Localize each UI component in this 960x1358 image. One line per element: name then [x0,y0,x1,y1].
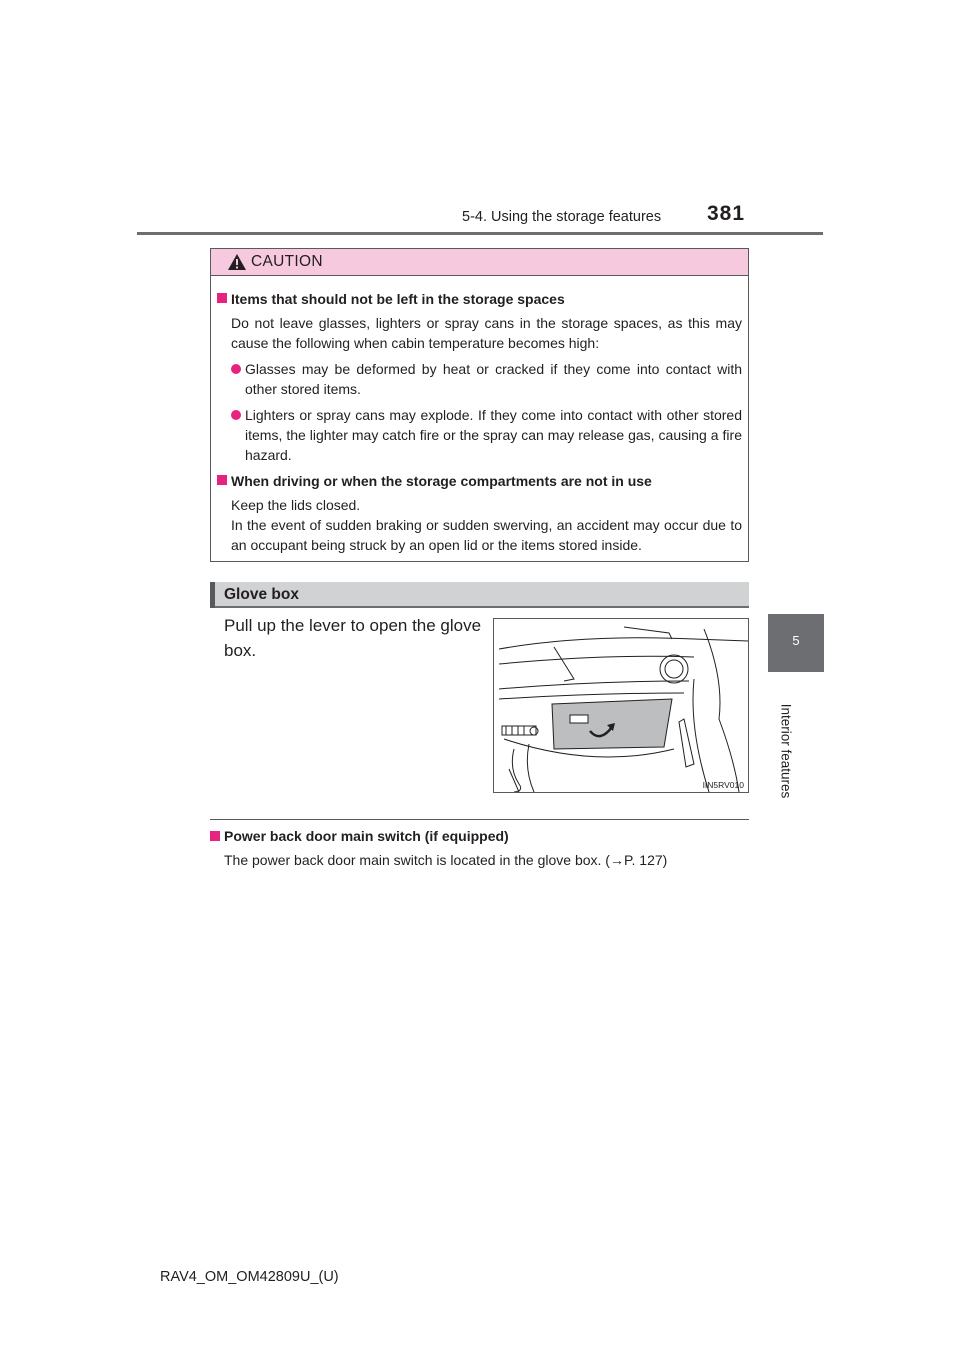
page-number: 381 [707,202,746,225]
warning-triangle-icon [228,254,246,270]
instruction-text: Pull up the lever to open the glove box. [224,616,482,660]
caution-bullet-lighters: Lighters or spray cans may explode. If t… [217,405,748,465]
caution-heading-text: When driving or when the storage compart… [231,473,652,489]
caution-label: CAUTION [251,253,323,270]
header-rule [137,232,823,235]
section-title: Glove box [224,586,299,603]
bullet-text: Glasses may be deformed by heat or crack… [245,361,742,397]
chapter-label: Interior features [778,703,794,799]
caution-paragraph: In the event of sudden braking or sudden… [231,517,742,553]
caution-heading-storage: Items that should not be left in the sto… [217,289,748,309]
chapter-tab: 5 [768,614,824,672]
caution-heading-text: Items that should not be left in the sto… [231,291,565,307]
caution-bullet-glasses: Glasses may be deformed by heat or crack… [217,359,748,399]
note-heading: Power back door main switch (if equipped… [210,828,509,844]
note-heading-text: Power back door main switch (if equipped… [224,828,509,844]
caution-heading-driving: When driving or when the storage compart… [217,471,748,491]
caution-header: CAUTION [211,249,748,276]
dashboard-drawing [498,626,748,792]
square-bullet-icon [217,475,227,485]
glove-box-illustration: IIN5RV010 [493,618,749,793]
figure-code: IIN5RV010 [702,780,744,790]
square-bullet-icon [217,293,227,303]
caution-line: Keep the lids closed. [231,497,361,513]
round-bullet-icon [231,364,241,374]
caution-box: CAUTION Items that should not be left in… [210,248,749,562]
bullet-text: Lighters or spray cans may explode. If t… [245,407,742,463]
caution-paragraph: Do not leave glasses, lighters or spray … [231,315,742,351]
footer-code: RAV4_OM_OM42809U_(U) [160,1269,339,1285]
section-header: Glove box [210,582,749,608]
section-accent [210,582,215,608]
square-bullet-icon [210,831,220,841]
chapter-label-container: Interior features [776,676,796,826]
running-header-title: 5-4. Using the storage features [462,209,662,225]
note-text: The power back door main switch is locat… [224,852,668,868]
divider [210,819,749,820]
caution-body: Items that should not be left in the sto… [211,289,748,555]
round-bullet-icon [231,410,241,420]
